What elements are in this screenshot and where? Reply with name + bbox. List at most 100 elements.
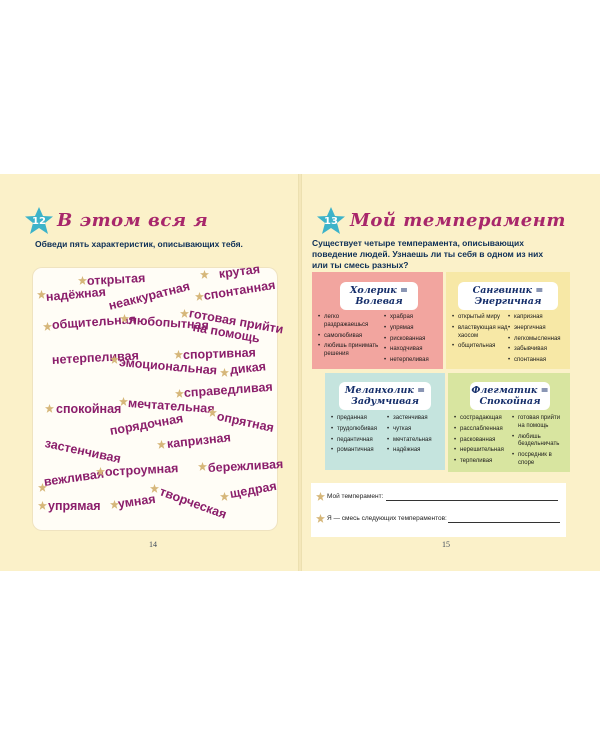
page-title-left: В этом вся я [57, 210, 209, 231]
trait-item: общительная [452, 343, 510, 351]
book-gutter [298, 174, 302, 571]
small-star-icon [195, 292, 204, 301]
card-title-line: Сангвиник = [472, 285, 544, 296]
trait-list: легко раздражаешься самолюбивая любишь п… [318, 314, 382, 362]
page-number-right: 15 [442, 540, 450, 549]
temperament-card-phlegmatic: Флегматик = Спокойная сострадающая рассл… [448, 373, 570, 472]
trait-item: упрямая [384, 325, 442, 333]
trait-item: спонтанная [508, 357, 570, 365]
small-star-icon [157, 440, 166, 449]
trait-item: посредник в споре [512, 452, 568, 468]
answer-area [311, 483, 566, 537]
activity-number: 12 [32, 216, 46, 227]
trait-item: забывчивая [508, 346, 570, 354]
trait-item: легко раздражаешься [318, 314, 382, 330]
trait-item: расслабленная [454, 426, 512, 434]
trait-item: капризная [508, 314, 570, 322]
trait-item: энергичная [508, 325, 570, 333]
activity-number: 13 [324, 216, 338, 227]
trait-list: преданная трудолюбивая педантичная роман… [331, 415, 389, 458]
card-title: Меланхолик = Задумчивая [339, 382, 431, 410]
card-title: Холерик = Волевая [340, 282, 418, 310]
trait-item: рискованная [384, 336, 442, 344]
temperament-card-choleric: Холерик = Волевая легко раздражаешься са… [312, 272, 443, 369]
small-star-icon [174, 350, 183, 359]
trait-item: храбрая [384, 314, 442, 322]
small-star-icon [45, 404, 54, 413]
card-title-line: Меланхолик = [344, 385, 426, 396]
answer-line-temperament[interactable] [386, 500, 558, 501]
trait-item: нетерпеливая [384, 357, 442, 365]
trait-item: любишь бездельничать [512, 434, 568, 450]
small-star-icon [198, 462, 207, 471]
intro-text: Существует четыре темперамента, описываю… [312, 238, 543, 271]
card-title-line: Флегматик = [471, 385, 549, 396]
small-star-icon [119, 397, 128, 406]
small-star-icon [110, 355, 119, 364]
trait-item: сострадающая [454, 415, 512, 423]
temperament-card-sanguine: Сангвиник = Энергичная открытый миру вла… [446, 272, 570, 369]
trait-item: готовая прийти на помощь [512, 415, 568, 431]
card-title: Флегматик = Спокойная [470, 382, 550, 410]
trait-item: мечтательная [387, 437, 445, 445]
trait-item: легкомысленная [508, 336, 570, 344]
trait-item: педантичная [331, 437, 389, 445]
number-star-icon: 12 [24, 207, 54, 235]
answer-label-temperament: Мой темперамент: [327, 493, 384, 500]
trait-item: нерешительная [454, 447, 512, 455]
card-title: Сангвиник = Энергичная [458, 282, 558, 310]
instruction-left: Обведи пять характеристик, описывающих т… [35, 239, 243, 249]
answer-line-mix[interactable] [448, 522, 560, 523]
trait-list: открытый миру властвующая над хаосом общ… [452, 314, 510, 354]
page-title-right: Мой темперамент [350, 210, 566, 231]
trait-item: терпеливая [454, 458, 512, 466]
trait-item: самолюбивая [318, 333, 382, 341]
small-star-icon [200, 270, 209, 279]
word-item[interactable]: упрямая [48, 499, 101, 513]
trait-item: романтичная [331, 447, 389, 455]
trait-item: любишь принимать решения [318, 343, 382, 359]
small-star-icon [43, 322, 52, 331]
small-star-icon [120, 314, 129, 323]
page-number-left: 14 [149, 540, 157, 549]
intro-line: или ты смесь разных? [312, 260, 409, 270]
trait-list: готовая прийти на помощь любишь бездельн… [512, 415, 568, 471]
small-star-icon [150, 484, 159, 493]
trait-item: раскованная [454, 437, 512, 445]
small-star-icon [316, 492, 325, 501]
card-title-line: Волевая [355, 296, 403, 307]
trait-item: надёжная [387, 447, 445, 455]
trait-item: чуткая [387, 426, 445, 434]
trait-item: властвующая над хаосом [452, 325, 510, 341]
small-star-icon [316, 514, 325, 523]
number-star-icon: 13 [316, 207, 346, 235]
trait-item: открытый миру [452, 314, 510, 322]
card-title-line: Холерик = [350, 285, 408, 296]
trait-item: трудолюбивая [331, 426, 389, 434]
intro-line: Существует четыре темперамента, описываю… [312, 238, 524, 248]
card-title-line: Задумчивая [351, 396, 419, 407]
small-star-icon [175, 389, 184, 398]
small-star-icon [78, 276, 87, 285]
small-star-icon [220, 368, 229, 377]
small-star-icon [110, 500, 119, 509]
small-star-icon [96, 467, 105, 476]
trait-list: капризная энергичная легкомысленная забы… [508, 314, 570, 368]
small-star-icon [37, 290, 46, 299]
small-star-icon [180, 309, 189, 318]
answer-label-mix: Я — смесь следующих темпераментов: [327, 515, 447, 522]
trait-list: застенчивая чуткая мечтательная надёжная [387, 415, 445, 458]
temperament-card-melancholic: Меланхолик = Задумчивая преданная трудол… [325, 373, 445, 470]
card-title-line: Энергичная [474, 296, 542, 307]
trait-list: сострадающая расслабленная раскованная н… [454, 415, 512, 469]
word-item[interactable]: спортивная [182, 345, 257, 362]
small-star-icon [220, 492, 229, 501]
small-star-icon [38, 501, 47, 510]
trait-item: застенчивая [387, 415, 445, 423]
trait-item: находчивая [384, 346, 442, 354]
word-item[interactable]: спокойная [56, 402, 122, 416]
small-star-icon [208, 408, 217, 417]
card-title-line: Спокойная [479, 396, 541, 407]
small-star-icon [38, 483, 47, 492]
trait-list: храбрая упрямая рискованная находчивая н… [384, 314, 442, 368]
